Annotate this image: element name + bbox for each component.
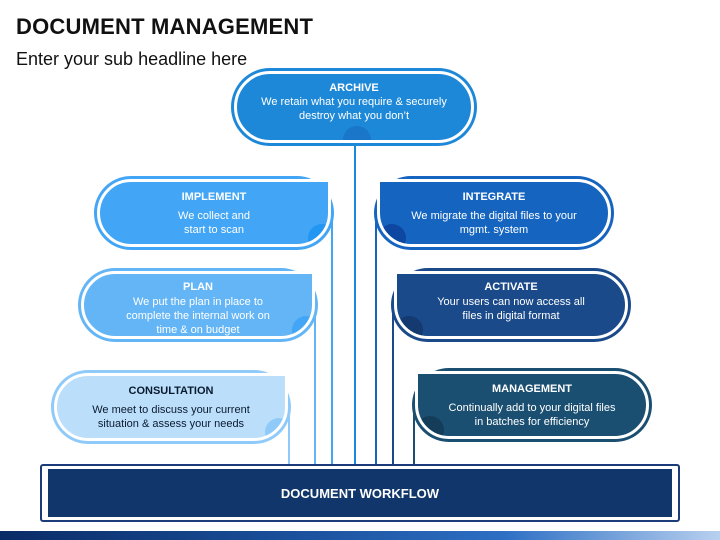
management-title: MANAGEMENT — [491, 383, 573, 395]
archive-title: ARCHIVE — [329, 82, 379, 94]
workflow-bar: DOCUMENT WORKFLOW — [48, 469, 672, 517]
plan-dot — [292, 316, 312, 336]
plan-title: PLAN — [183, 281, 213, 293]
implement-title: IMPLEMENT — [181, 191, 247, 203]
management-desc: Continually add to your digital files in… — [448, 402, 616, 428]
implement-dot — [308, 224, 328, 244]
integrate-title: INTEGRATE — [462, 191, 526, 203]
footer-gradient-bar — [0, 531, 720, 540]
activate-title: ACTIVATE — [484, 281, 538, 293]
consultation-title: CONSULTATION — [128, 385, 214, 397]
page-subtitle: Enter your sub headline here — [16, 49, 248, 69]
activate-node: ACTIVATE Your users can now access all f… — [394, 271, 628, 339]
archive-node: ARCHIVE We retain what you require & sec… — [234, 71, 474, 143]
integrate-desc: We migrate the digital files to your mgm… — [411, 210, 577, 236]
plan-node: PLAN We put the plan in place to complet… — [81, 271, 315, 339]
archive-desc: We retain what you require & securely de… — [261, 96, 447, 122]
consultation-desc: We meet to discuss your current situatio… — [92, 404, 250, 430]
implement-desc: We collect and start to scan — [178, 210, 250, 236]
integrate-dot — [380, 224, 406, 244]
plan-desc: We put the plan in place to complete the… — [126, 296, 270, 336]
activate-dot — [397, 316, 423, 336]
activate-desc: Your users can now access all files in d… — [437, 296, 585, 322]
integrate-node: INTEGRATE We migrate the digital files t… — [377, 179, 611, 247]
management-dot — [418, 416, 444, 436]
management-node: MANAGEMENT Continually add to your digit… — [415, 371, 649, 439]
consultation-dot — [265, 418, 285, 438]
page-title: DOCUMENT MANAGEMENT — [16, 14, 314, 39]
archive-dot — [343, 126, 371, 140]
consultation-node: CONSULTATION We meet to discuss your cur… — [54, 373, 288, 441]
implement-node: IMPLEMENT We collect and start to scan — [97, 179, 331, 247]
